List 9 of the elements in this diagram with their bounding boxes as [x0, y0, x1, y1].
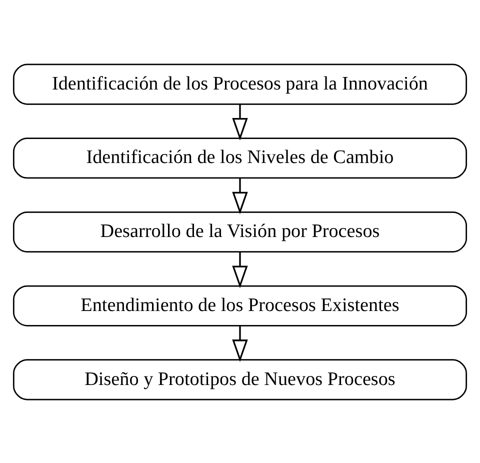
arrow [232, 252, 248, 288]
arrow [232, 104, 248, 140]
node-box: Entendimiento de los Procesos Existentes [12, 284, 468, 326]
node-box: Desarrollo de la Visión por Procesos [12, 210, 468, 252]
node-box: Identificación de los Procesos para la Innovación [12, 63, 468, 104]
arrow [232, 325, 248, 362]
arrow [232, 178, 248, 214]
node-box: Identificación de los Niveles de Cambio [12, 137, 468, 178]
node-box: Diseño y Prototipos de Nuevos Procesos [12, 358, 468, 400]
